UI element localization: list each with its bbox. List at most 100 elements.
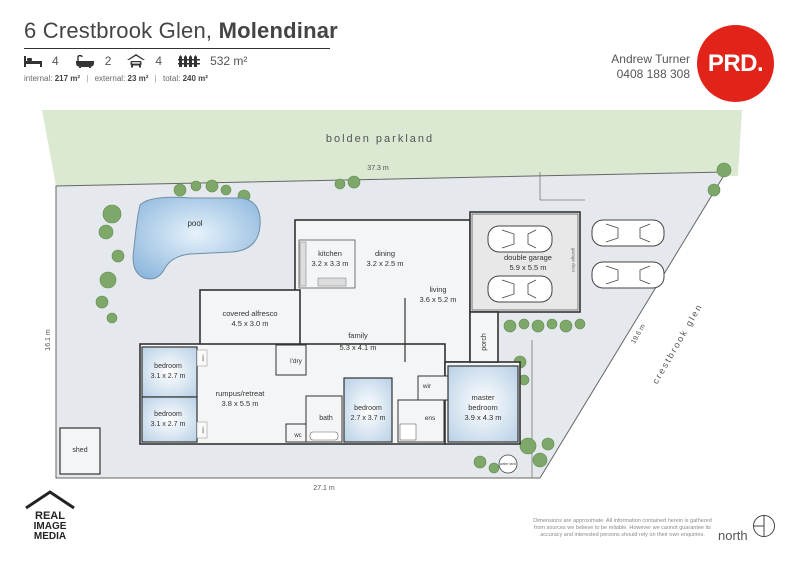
toilet-room xyxy=(285,423,307,443)
ensuite-label: ens xyxy=(425,415,436,422)
master-dims: 3.9 x 4.3 m xyxy=(464,413,501,422)
land-stat: 532 m² xyxy=(178,54,247,68)
robe xyxy=(196,349,208,367)
pool xyxy=(132,196,261,280)
agent-phone[interactable]: 0408 188 308 xyxy=(616,67,690,81)
logo-line-3: MEDIA xyxy=(34,531,66,540)
parkland-area xyxy=(42,110,742,186)
bath-icon xyxy=(75,54,94,68)
external-area-label: external: xyxy=(94,74,126,83)
street-address: 6 Crestbrook Glen, xyxy=(24,18,213,43)
wir-label: wir xyxy=(422,383,432,390)
robe-label: robe xyxy=(201,354,205,361)
left-boundary-label: 16.1 m xyxy=(45,329,52,351)
internal-area-value: 217 m² xyxy=(54,74,81,83)
family-dims: 5.3 x 4.1 m xyxy=(339,343,376,352)
street-label: crestbrook glen xyxy=(650,301,704,385)
robe-label: robe xyxy=(201,426,205,433)
prd-logo-text: PRD. xyxy=(707,49,764,77)
laundry xyxy=(275,344,307,376)
laundry-label: l'dry xyxy=(290,358,302,365)
bathroom-stat: 2 xyxy=(75,54,112,68)
real-image-media-logo: REAL IMAGE MEDIA xyxy=(25,490,75,540)
internal-area-label: internal: xyxy=(24,74,53,83)
agent-contact: Andrew Turner 0408 188 308 xyxy=(611,52,690,82)
prd-logo: PRD. xyxy=(697,25,774,102)
master-label-2: bedroom xyxy=(468,403,498,412)
land-size: 532 m² xyxy=(210,54,248,68)
garage-dims: 5.9 x 5.5 m xyxy=(509,263,546,272)
kitchen-label: kitchen xyxy=(318,249,342,258)
garage-car-icon xyxy=(127,54,146,68)
shed xyxy=(59,427,101,475)
car-stat: 4 xyxy=(127,54,162,68)
right-boundary-label: 19.6 m xyxy=(630,323,647,345)
bedroom-2-dims: 3.1 x 2.7 m xyxy=(151,421,186,428)
bedroom-count: 4 xyxy=(52,54,59,68)
bed-icon xyxy=(24,55,42,67)
bedroom-3-dims: 2.7 x 3.7 m xyxy=(351,415,386,422)
living-label: living xyxy=(429,285,446,294)
master-label: master xyxy=(472,393,495,402)
garage-door-label: garage door xyxy=(571,248,576,273)
bedroom-1-label: bedroom xyxy=(154,363,182,370)
bath-label: bath xyxy=(319,415,333,422)
north-indicator: north xyxy=(718,528,748,543)
dining-dims: 3.2 x 2.5 m xyxy=(366,259,403,268)
dining-label: dining xyxy=(375,249,395,258)
bedroom-1 xyxy=(141,346,198,398)
floor-areas: internal: 217 m² | external: 23 m² | tot… xyxy=(24,74,208,83)
bathtub xyxy=(309,431,339,441)
disclaimer-text: Dimensions are approximate. All informat… xyxy=(533,518,712,538)
kitchen-dims: 3.2 x 3.3 m xyxy=(311,259,348,268)
suburb-name: Molendinar xyxy=(218,18,338,43)
water-tank-label: water tank xyxy=(500,462,516,466)
logo-line-2: IMAGE xyxy=(34,521,67,532)
area-separator: | xyxy=(86,74,89,83)
bedroom-3-label: bedroom xyxy=(354,405,382,412)
wc-label: wc xyxy=(293,433,301,439)
trees xyxy=(95,162,732,474)
parkland-label: bolden parkland xyxy=(326,133,434,145)
bedroom-2 xyxy=(141,396,198,443)
area-separator: | xyxy=(154,74,157,83)
robe xyxy=(196,421,208,439)
bedroom-3 xyxy=(343,377,393,443)
master-bedroom xyxy=(447,365,519,443)
bottom-boundary-label: 27.1 m xyxy=(313,485,335,492)
external-area-value: 23 m² xyxy=(127,74,149,83)
bedroom-2-label: bedroom xyxy=(154,411,182,418)
alfresco-label: covered alfresco xyxy=(222,309,277,318)
shower xyxy=(399,423,417,441)
fence-icon xyxy=(178,55,201,67)
kitchen-cabinet xyxy=(299,241,307,287)
rumpus-label: rumpus/retreat xyxy=(216,389,266,398)
total-area-label: total: xyxy=(162,74,181,83)
alfresco-dims: 4.5 x 3.0 m xyxy=(231,319,268,328)
garage-label: double garage xyxy=(504,253,552,262)
agent-name: Andrew Turner xyxy=(611,52,690,66)
total-area-value: 240 m² xyxy=(182,74,208,83)
cars xyxy=(487,219,665,303)
title-divider xyxy=(24,48,330,49)
bedroom-1-dims: 3.1 x 2.7 m xyxy=(151,373,186,380)
bathroom-count: 2 xyxy=(104,54,112,68)
property-stats: 4 2 4 532 m² xyxy=(24,54,263,68)
water-tank xyxy=(498,454,518,474)
car-windows xyxy=(501,223,651,299)
porch-label: porch xyxy=(481,333,488,351)
shed-label: shed xyxy=(72,447,87,454)
living-dims: 3.6 x 5.2 m xyxy=(419,295,456,304)
property-address: 6 Crestbrook Glen, Molendinar xyxy=(24,18,338,44)
pool-label: pool xyxy=(187,219,202,228)
north-arrow-icon xyxy=(753,515,775,537)
top-boundary-label: 37.3 m xyxy=(367,165,389,172)
kitchen-island xyxy=(317,277,347,287)
car-space-count: 4 xyxy=(155,54,163,68)
north-label: north xyxy=(718,528,748,543)
bedroom-stat: 4 xyxy=(24,54,59,68)
logo-line-1: REAL xyxy=(35,510,65,522)
family-label: family xyxy=(348,331,368,340)
rumpus-dims: 3.8 x 5.5 m xyxy=(221,399,258,408)
